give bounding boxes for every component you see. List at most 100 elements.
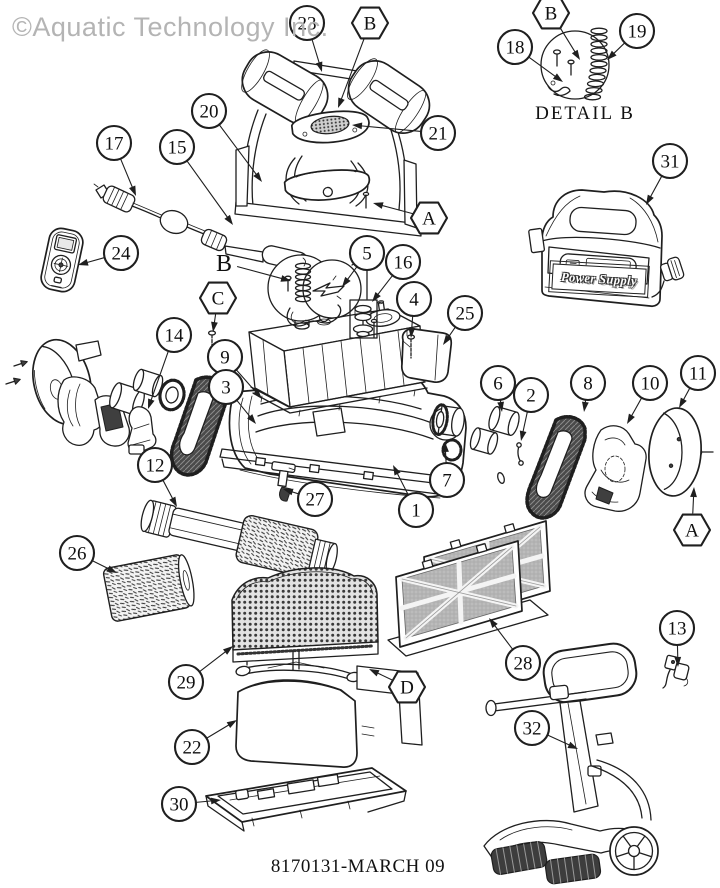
leader-line-16 [376, 274, 394, 297]
leader-line-2 [522, 411, 528, 434]
leader-line-15 [186, 160, 229, 220]
callout-12-label: 12 [146, 456, 165, 477]
leader-arrow-C [211, 321, 218, 332]
assembly-arrows [5, 360, 28, 385]
leader-line-B [559, 26, 577, 54]
leader-line-7 [444, 449, 447, 464]
top-cover-grille [290, 110, 370, 144]
leader-line-23 [311, 38, 321, 65]
leader-line-3 [236, 399, 252, 419]
brush-segment [102, 554, 195, 622]
callout-10-label: 10 [641, 374, 660, 395]
leader-line-12 [162, 479, 174, 501]
leader-line-21 [359, 125, 422, 132]
leader-arrow-31 [646, 194, 654, 205]
leader-line-25 [446, 326, 456, 339]
bottom-plate [205, 767, 407, 832]
callout-11-label: 11 [689, 364, 707, 385]
detail-b-view [540, 27, 610, 101]
cotter-pin [497, 442, 524, 484]
leader-arrow-10 [627, 413, 635, 424]
leader-arrow-21 [352, 122, 363, 130]
callout-25-bubble [446, 294, 484, 332]
leader-arrow-26 [106, 565, 117, 573]
callout-5-label: 5 [362, 244, 372, 265]
spring-coil [583, 27, 608, 101]
leader-line-30 [195, 800, 214, 803]
leader-arrow-28 [489, 618, 498, 629]
callout-17-bubble [95, 124, 133, 162]
callout-3-label: 3 [221, 378, 231, 399]
leader-arrow-25 [443, 334, 452, 345]
callout-22-label: 22 [183, 738, 202, 759]
leader-lines [78, 26, 697, 805]
pump-detail-view [267, 254, 368, 327]
callout-18-label: 18 [506, 38, 525, 59]
latch-bracket [271, 461, 296, 502]
leader-arrow-D [369, 669, 380, 677]
leader-arrow-30 [210, 797, 221, 805]
callout-6-label: 6 [493, 374, 503, 395]
callout-16-bubble [384, 243, 422, 281]
leader-line-29 [198, 650, 228, 673]
leader-arrow-4 [408, 327, 416, 338]
leader-line-1 [396, 471, 409, 496]
callout-6-bubble [479, 364, 517, 402]
brush-roller [140, 499, 338, 578]
leader-arrow-22 [226, 720, 237, 729]
callout-27-label: 27 [306, 490, 325, 511]
leader-arrow-2 [519, 430, 527, 441]
filter-front [395, 540, 523, 648]
caddy-cart [483, 642, 659, 885]
roller-right-1 [469, 427, 499, 455]
callout-15-bubble [158, 128, 196, 166]
swivel-clip [662, 654, 690, 689]
callout-8-label: 8 [583, 374, 593, 395]
exploded-view-art [5, 27, 714, 885]
leader-line-10 [630, 397, 643, 418]
handle-float-assembly [234, 49, 431, 237]
callout-30-label: 30 [170, 795, 189, 816]
callout-12-bubble [136, 446, 174, 484]
caddy-foot-left [490, 841, 548, 875]
leader-arrow-27 [283, 488, 294, 496]
caddy-wheel [609, 826, 659, 876]
right-drive-assembly [431, 403, 702, 520]
callout-13-bubble [658, 609, 696, 647]
callout-7-label: 7 [442, 471, 452, 492]
callout-5-bubble [348, 234, 386, 272]
drive-pulley-left [158, 378, 186, 412]
leader-arrow-20 [253, 171, 262, 182]
callout-11-bubble [679, 354, 717, 392]
callout-10-bubble [631, 364, 669, 402]
motor-bracket [127, 406, 157, 455]
callout-28-bubble [504, 644, 542, 682]
callout-15-label: 15 [168, 138, 187, 159]
callout-B-2-label: B [545, 4, 558, 25]
leader-arrow-15 [224, 214, 233, 225]
leader-line-B [236, 266, 284, 280]
callout-7-bubble [428, 461, 466, 499]
leader-arrow-23 [315, 61, 323, 72]
callout-23-bubble [288, 4, 326, 42]
leader-line-20 [218, 124, 258, 177]
leader-line-32 [546, 734, 572, 747]
callout-27-bubble [296, 480, 334, 518]
callout-A-bubble [409, 201, 449, 235]
leader-arrow-5 [342, 276, 351, 287]
side-plate-right [648, 407, 702, 497]
callout-20-label: 20 [200, 102, 219, 123]
leader-arrow-12 [169, 496, 177, 507]
callout-17-label: 17 [105, 134, 124, 155]
leader-arrow-A [690, 487, 697, 498]
callout-2-label: 2 [526, 386, 536, 407]
leader-arrow-13 [674, 656, 682, 667]
leader-line-D [375, 671, 393, 681]
cable-swivel [200, 228, 228, 252]
leader-line-B [340, 38, 365, 102]
callout-22-bubble [173, 728, 211, 766]
callout-13-label: 13 [668, 619, 687, 640]
part-number-code: 8170131-MARCH 09 [270, 856, 446, 877]
